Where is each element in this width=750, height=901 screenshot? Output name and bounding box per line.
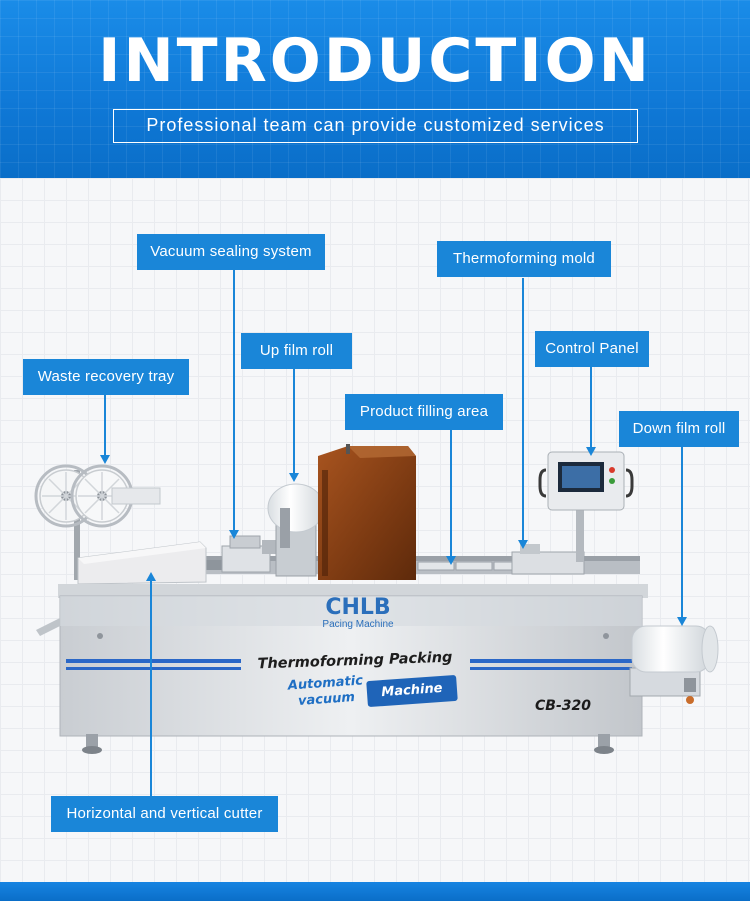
leader-waste-tray bbox=[104, 395, 106, 457]
arrow-thermoforming-mold bbox=[518, 540, 528, 549]
model-number: CB-320 bbox=[535, 698, 591, 714]
product-canvas bbox=[0, 178, 750, 882]
leader-up-film-roll bbox=[293, 369, 295, 475]
leader-vacuum-sealing bbox=[233, 270, 235, 532]
arrow-up-film-roll bbox=[289, 473, 299, 482]
leader-filling-area bbox=[450, 430, 452, 558]
footer-bar bbox=[0, 882, 750, 901]
callout-control-panel: Control Panel bbox=[535, 331, 649, 367]
arrow-control-panel bbox=[586, 447, 596, 456]
callout-down-film-roll: Down film roll bbox=[619, 411, 739, 447]
callout-vacuum-sealing-system: Vacuum sealing system bbox=[137, 234, 325, 270]
header-banner: INTRODUCTION Professional team can provi… bbox=[0, 0, 750, 178]
arrow-vacuum-sealing bbox=[229, 530, 239, 539]
callout-horizontal-vertical-cutter: Horizontal and vertical cutter bbox=[51, 796, 278, 832]
leader-control-panel bbox=[590, 367, 592, 449]
arrow-cutter bbox=[146, 572, 156, 581]
leader-thermoforming-mold bbox=[522, 278, 524, 542]
arrow-filling-area bbox=[446, 556, 456, 565]
leader-down-film-roll bbox=[681, 447, 683, 619]
arrow-down-film-roll bbox=[677, 617, 687, 626]
page-subtitle: Professional team can provide customized… bbox=[113, 109, 638, 143]
callout-thermoforming-mold: Thermoforming mold bbox=[437, 241, 611, 277]
callout-up-film-roll: Up film roll bbox=[241, 333, 352, 369]
callout-product-filling-area: Product filling area bbox=[345, 394, 503, 430]
arrow-waste-tray bbox=[100, 455, 110, 464]
brand-logo: CHLB bbox=[325, 595, 391, 620]
brand-tagline: Pacing Machine bbox=[322, 619, 394, 630]
callout-waste-recovery-tray: Waste recovery tray bbox=[23, 359, 189, 395]
leader-cutter bbox=[150, 580, 152, 796]
page-title: INTRODUCTION bbox=[98, 26, 652, 96]
